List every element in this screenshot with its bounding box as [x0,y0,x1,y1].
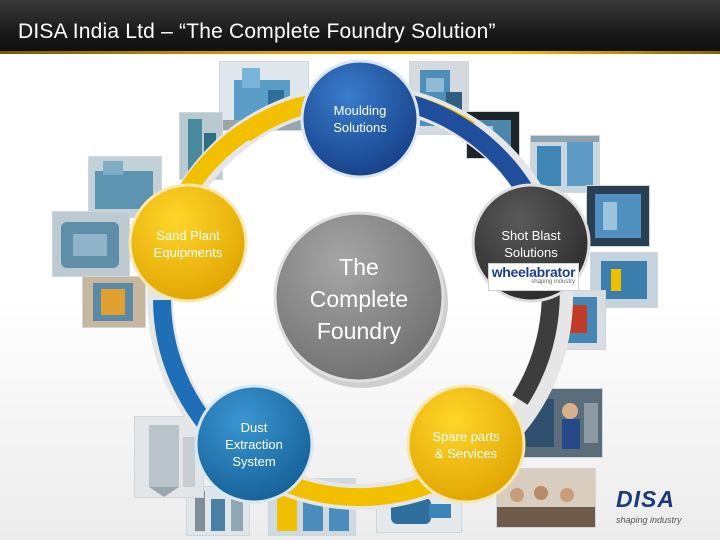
node-label-line: Shot Blast [501,228,561,243]
center-line-2: Complete [309,286,409,312]
node-moulding [300,59,420,179]
center-label: The Complete Foundry [279,251,439,347]
photo-hanger-blast [530,135,600,193]
node-spare-parts [406,384,526,504]
node-label-line: Dust [240,420,268,435]
node-label-line: System [232,454,276,469]
photo-sand-frame [82,276,146,328]
node-label-line: Solutions [504,245,558,260]
node-label-dust-extraction: Dust Extraction System [204,419,304,470]
wheelabrator-tagline: shaping industry [531,279,575,285]
center-circle [273,211,445,383]
slide-title: DISA India Ltd – “The Complete Foundry S… [18,20,496,43]
photo-blast-room [586,185,650,247]
node-label-line: Spare parts [432,429,500,444]
node-label-spare-parts: Spare parts & Services [416,428,516,462]
center-line-3: Foundry [316,318,402,344]
photo-dust-silo [134,416,204,498]
center-line-1: The [339,254,379,280]
node-label-line: & Services [434,446,498,461]
wheelabrator-logo: wheelabrator shaping industry [488,263,579,291]
disa-logo: DISA shaping industry [608,484,708,528]
disa-tagline: shaping industry [616,515,682,525]
node-label-shot-blast: Shot Blast Solutions [481,227,581,261]
node-label-line: Moulding [333,103,387,118]
disa-wordmark: DISA [616,486,675,512]
wheelabrator-wordmark: wheelabrator [491,264,576,280]
node-label-line: Sand Plant [156,228,220,243]
node-dust-extraction [194,384,314,504]
node-label-line: Equipments [153,245,223,260]
node-label-sand-plant: Sand Plant Equipments [138,227,238,261]
node-label-moulding: Moulding Solutions [310,102,410,136]
title-accent-line [0,51,720,54]
node-label-line: Extraction [225,437,283,452]
title-bar: DISA India Ltd – “The Complete Foundry S… [0,0,720,54]
node-label-line: Solutions [333,120,387,135]
node-sand-plant [128,183,248,303]
